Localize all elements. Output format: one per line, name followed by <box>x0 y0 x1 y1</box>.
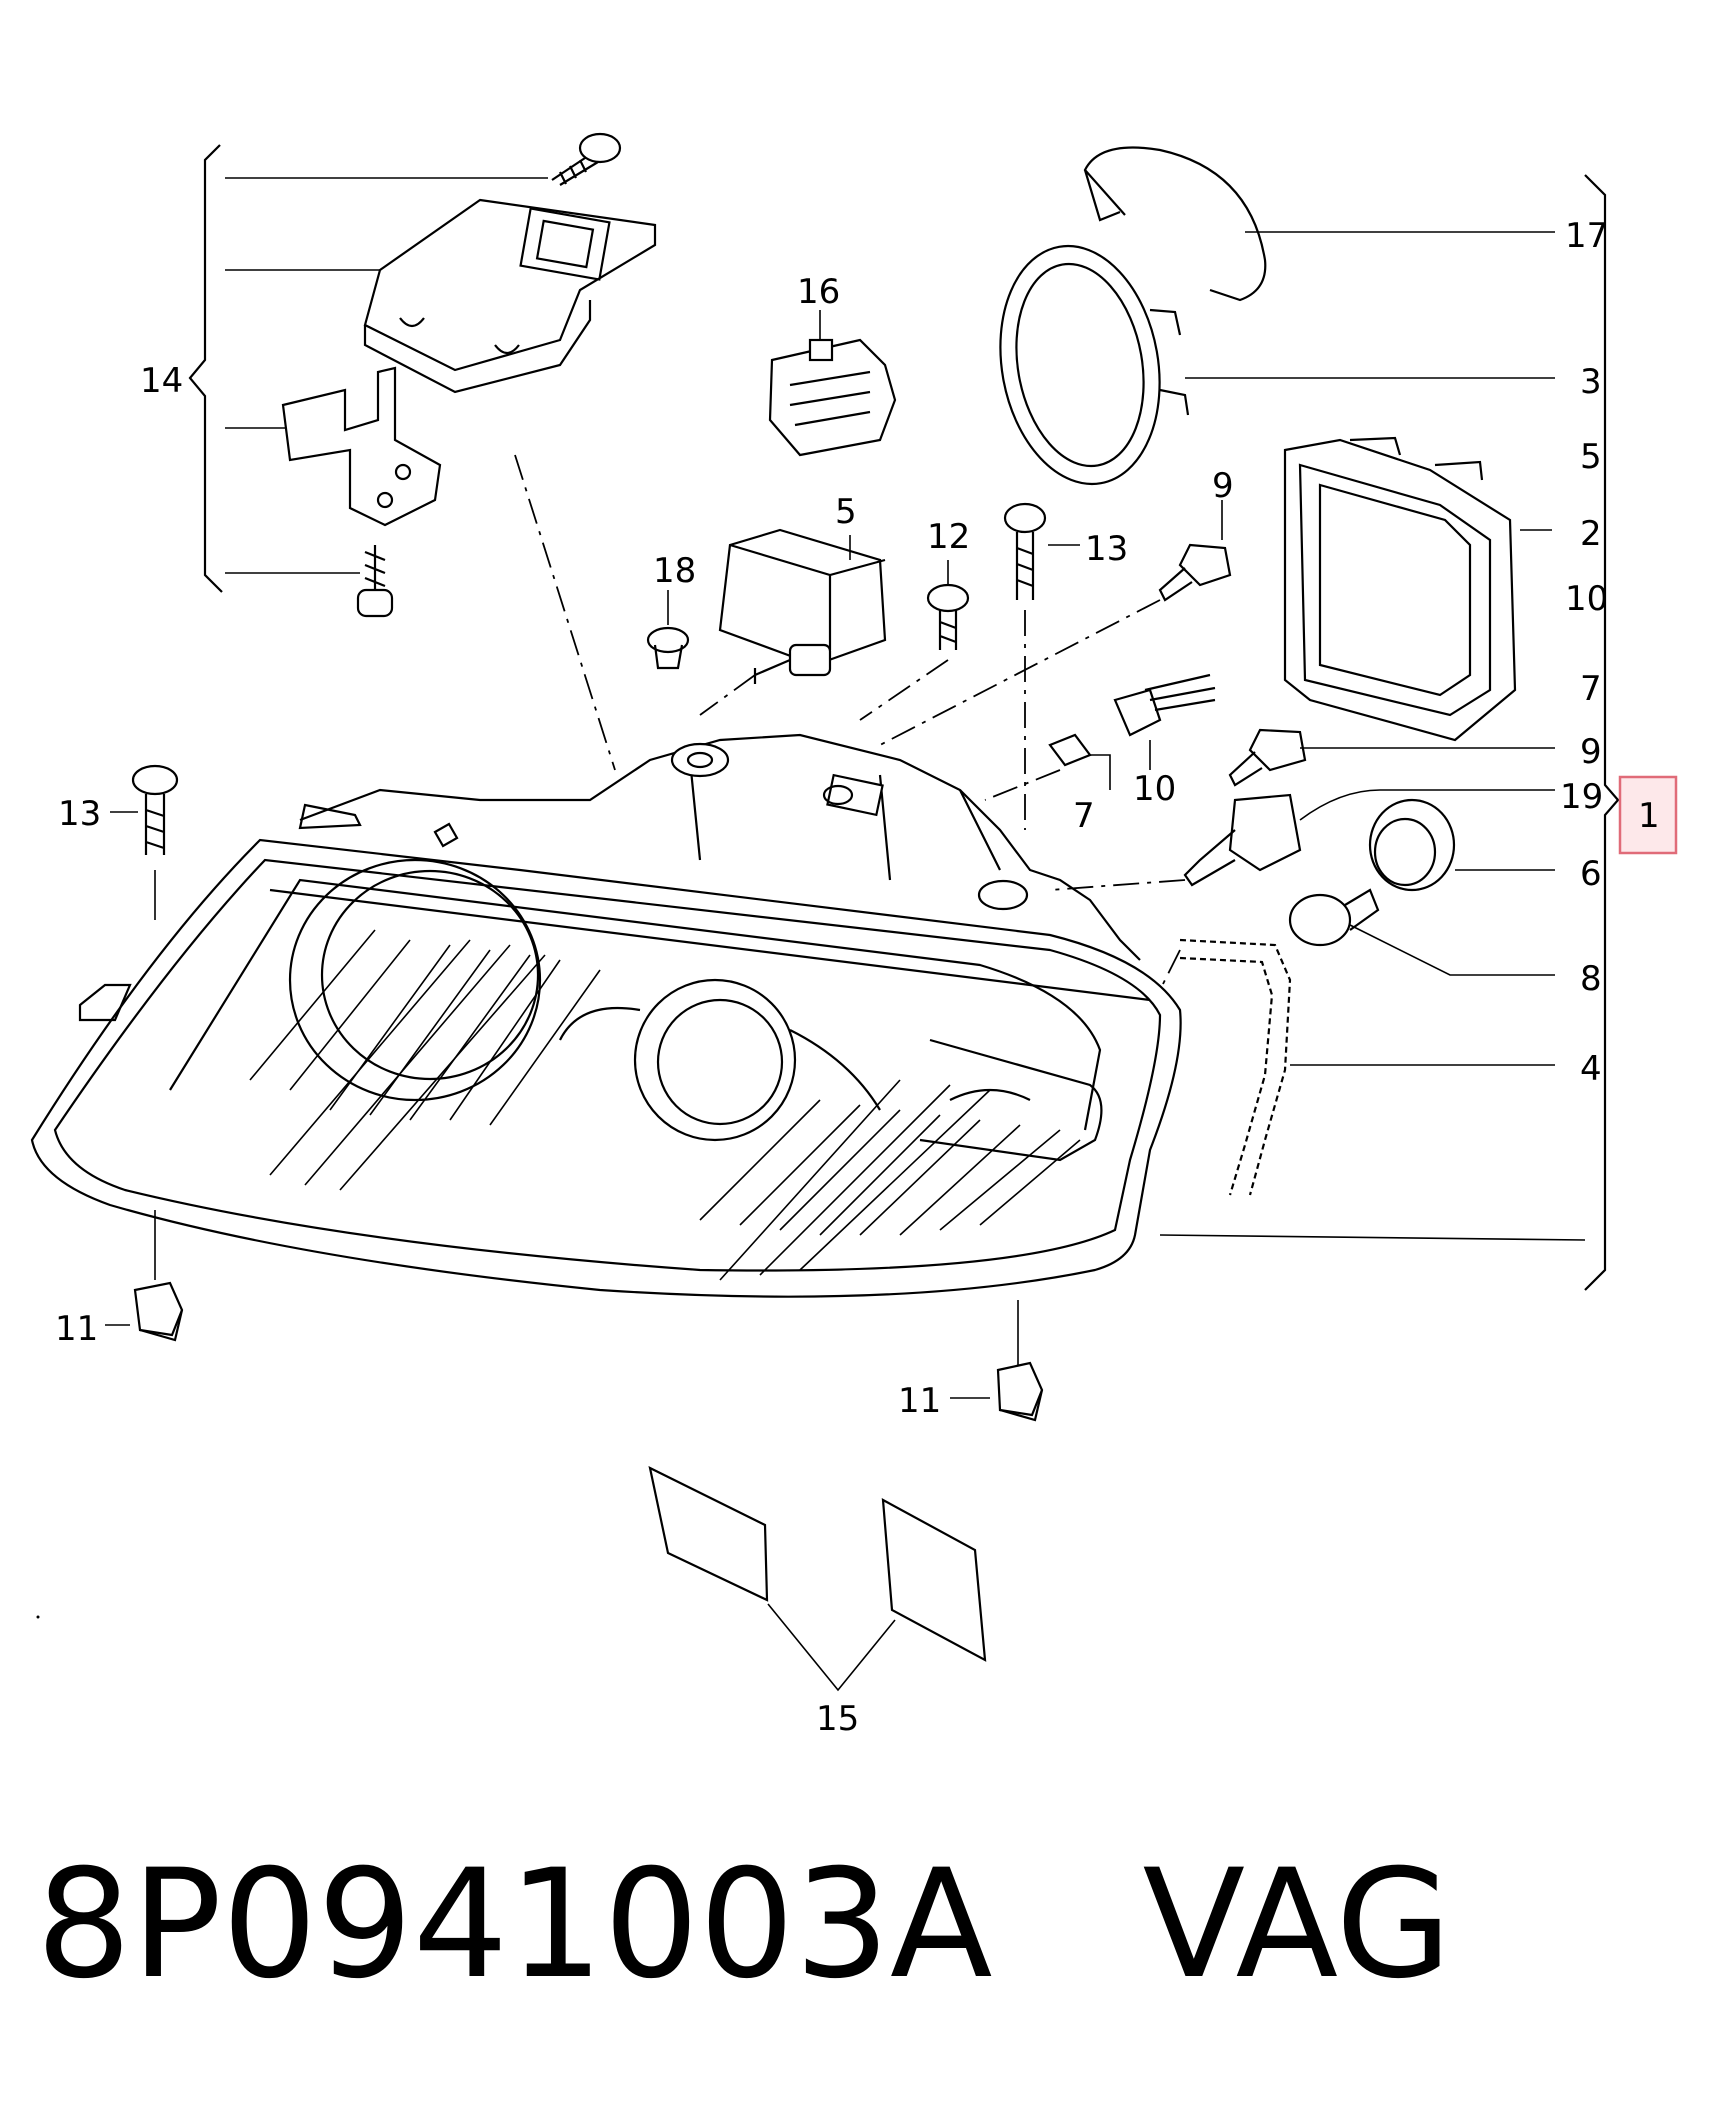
callout-18: 18 <box>653 551 696 591</box>
callout-11: 11 <box>898 1381 941 1421</box>
clip-nut-11-right <box>950 1300 1044 1422</box>
callout-13: 13 <box>58 794 101 834</box>
headlight-motor <box>718 528 887 684</box>
clip-nut-11-left <box>105 1210 184 1342</box>
callout-14: 14 <box>140 361 183 401</box>
callout-2: 2 <box>1580 514 1602 554</box>
seal-ring-3 <box>999 244 1190 486</box>
callout-10: 10 <box>1133 769 1176 809</box>
bulb-holder-6 <box>1368 798 1456 892</box>
bolt-12 <box>926 560 970 650</box>
bulb-9-lower <box>1228 728 1307 787</box>
callout-3: 3 <box>1580 362 1602 402</box>
bulb-8 <box>1288 888 1380 947</box>
callout-13: 13 <box>1085 529 1128 569</box>
callout-19: 19 <box>1560 777 1603 817</box>
callout-17: 17 <box>1565 216 1608 256</box>
callout-12: 12 <box>927 517 970 557</box>
bracket-group-14 <box>188 144 548 593</box>
headlight-housing <box>30 733 1182 1298</box>
cover-cap-2 <box>1283 436 1517 742</box>
clip-18 <box>646 590 690 670</box>
callout-10: 10 <box>1565 579 1608 619</box>
callout-1: 1 <box>1638 796 1660 836</box>
screw-left-lower <box>356 545 394 618</box>
bolt-13-top <box>1003 502 1080 600</box>
callout-9: 9 <box>1580 732 1602 772</box>
lens-patches-15 <box>648 1466 987 1692</box>
callout-6: 6 <box>1580 854 1602 894</box>
wire-clip-17 <box>1083 146 1267 302</box>
wiring-harness-4 <box>1179 938 1292 1196</box>
headlight-exploded-diagram: 14 16 5 18 12 13 9 13 10 7 11 11 15 17 3… <box>30 132 1678 1739</box>
callout-11: 11 <box>55 1309 98 1349</box>
callout-15: 15 <box>816 1699 859 1739</box>
bracket-clip <box>281 366 442 527</box>
bolt-13-left <box>110 764 179 920</box>
clip-7 <box>1048 733 1111 790</box>
socket-10 <box>1113 673 1216 770</box>
callout-5: 5 <box>1580 437 1602 477</box>
part-number: 8P0941003A <box>36 1838 993 2012</box>
bracket-group-1 <box>1584 174 1620 1291</box>
callout-1-highlight[interactable]: 1 <box>1618 775 1678 855</box>
brand-name: VAG <box>1142 1838 1452 2012</box>
callout-16: 16 <box>797 272 840 312</box>
callout-4: 4 <box>1580 1049 1602 1089</box>
bulb-9-upper <box>1158 500 1232 602</box>
callout-7: 7 <box>1073 796 1095 836</box>
callout-7: 7 <box>1580 669 1602 709</box>
bulb-19 <box>1183 793 1302 887</box>
connector-16 <box>768 310 897 457</box>
callout-5: 5 <box>835 492 857 532</box>
mounting-plate <box>363 198 657 394</box>
screw-top <box>551 132 622 186</box>
callout-9: 9 <box>1212 466 1234 506</box>
callout-8: 8 <box>1580 959 1602 999</box>
